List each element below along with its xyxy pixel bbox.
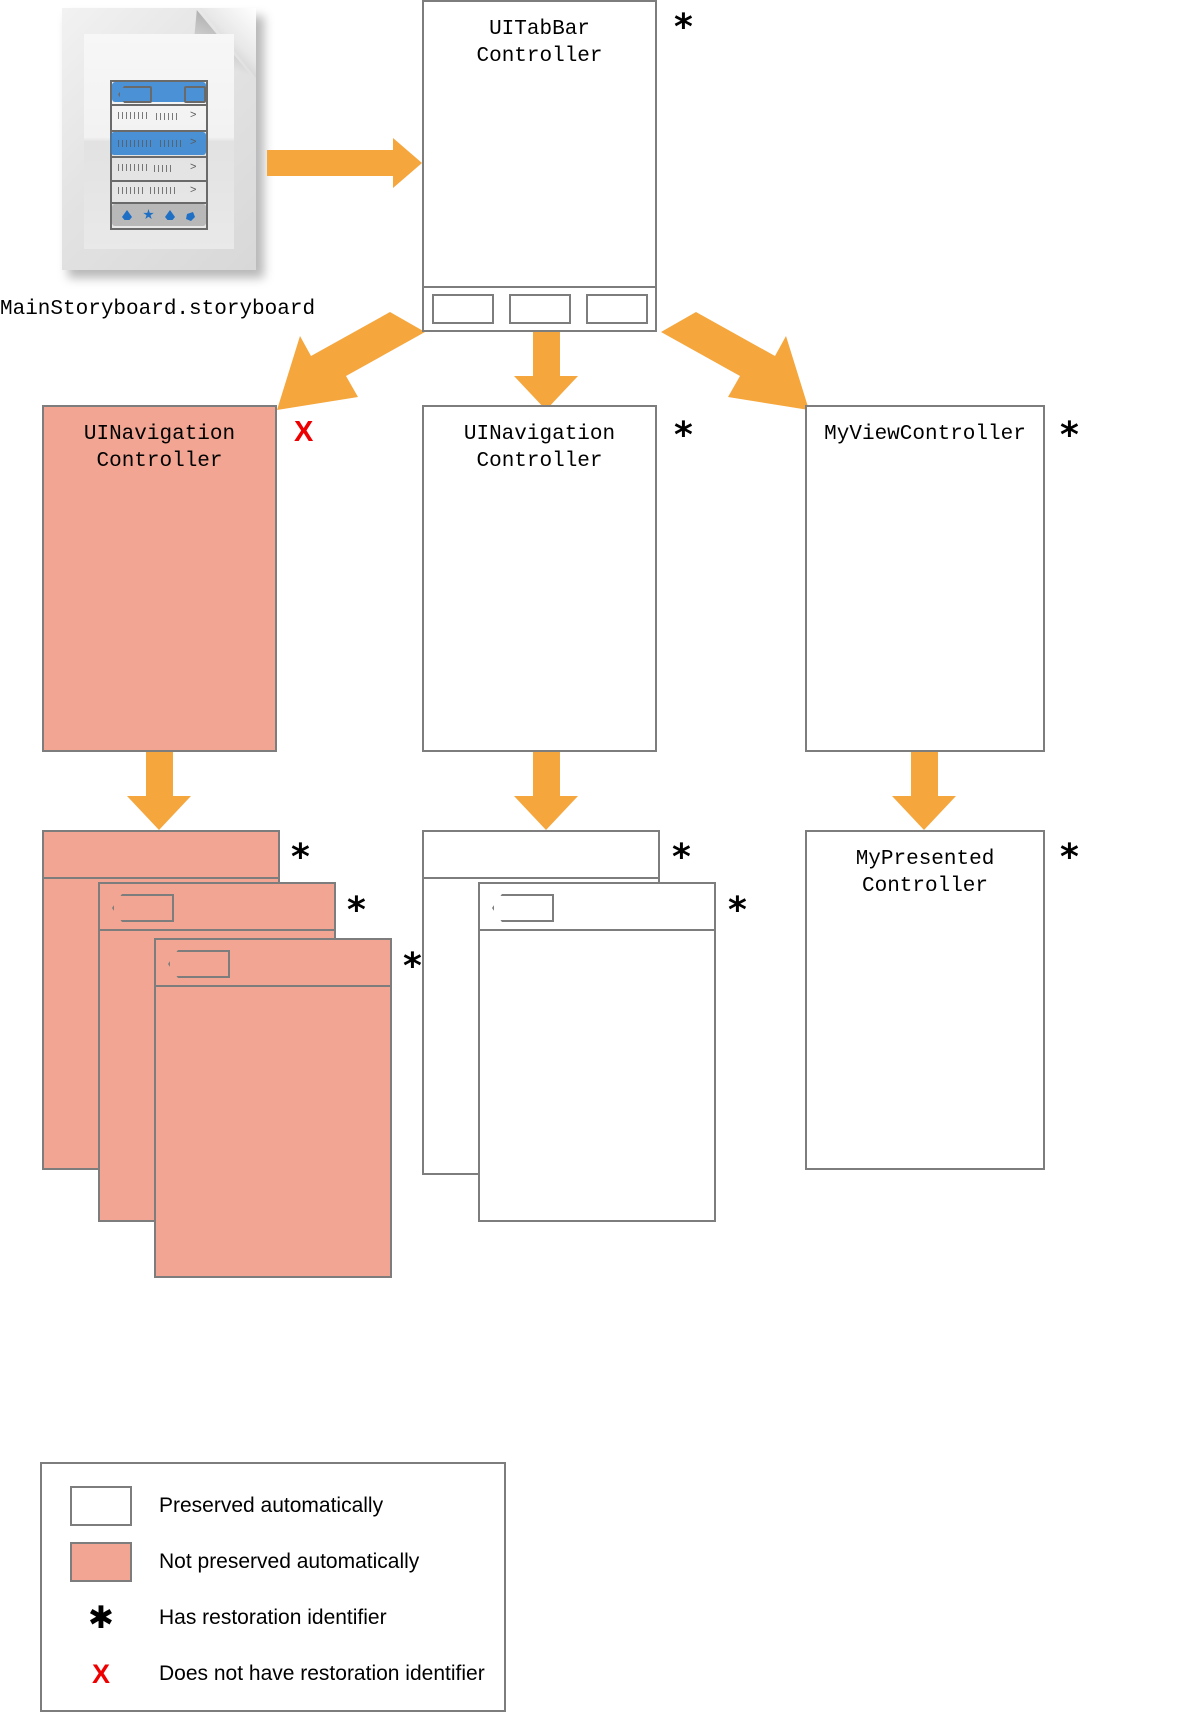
arrow-nav-left-to-stack (127, 752, 191, 830)
marker-asterisk-nav-middle: * (674, 415, 693, 456)
node-myviewcontroller[interactable]: MyViewController (805, 405, 1045, 752)
storyboard-file-label: MainStoryboard.storyboard (0, 298, 316, 321)
stack-left-card-3[interactable] (154, 938, 392, 1278)
back-button-icon[interactable] (168, 950, 230, 978)
marker-asterisk-mypresented: * (1060, 837, 1079, 878)
tab-item-3[interactable] (585, 294, 648, 324)
legend-label: Not preserved automatically (159, 1550, 420, 1573)
node-title: UINavigation Controller (83, 423, 236, 473)
marker-asterisk-myviewcontroller: * (1060, 415, 1079, 456)
node-title: UINavigation Controller (463, 423, 616, 473)
legend-label: Has restoration identifier (159, 1606, 387, 1629)
legend-row-no-identifier: X Does not have restoration identifier (42, 1654, 485, 1694)
arrow-tabbar-to-myviewcontroller (661, 312, 809, 410)
legend-label: Does not have restoration identifier (159, 1662, 485, 1685)
node-uinavigationcontroller-middle[interactable]: UINavigation Controller (422, 405, 657, 752)
marker-asterisk-middle-card-1: * (672, 837, 691, 878)
legend-swatch-not-preserved (70, 1542, 132, 1582)
arrow-myviewcontroller-to-mypresented (892, 752, 956, 830)
card-navbar (480, 884, 714, 931)
legend-box: Preserved automatically Not preserved au… (40, 1462, 506, 1712)
node-title: MyPresented Controller (855, 848, 995, 898)
tab-item-1[interactable] (431, 294, 494, 324)
back-button-icon[interactable] (112, 894, 174, 922)
card-navbar (100, 884, 334, 931)
marker-x-nav-left: X (294, 416, 314, 448)
legend-row-preserved: Preserved automatically (42, 1486, 383, 1526)
legend-row-has-identifier: ✱ Has restoration identifier (42, 1598, 387, 1638)
legend-swatch-preserved (70, 1486, 132, 1526)
legend-asterisk-icon: ✱ (88, 1599, 114, 1636)
sketch-wireframe: > > > > (110, 80, 208, 230)
card-navbar (156, 940, 390, 987)
node-uinavigationcontroller-left[interactable]: UINavigation Controller (42, 405, 277, 752)
tab-bar-strip (424, 286, 655, 330)
arrow-storyboard-to-tabbar (267, 138, 422, 188)
node-title: MyViewController (824, 423, 1026, 446)
arrow-tabbar-to-nav-middle (514, 332, 578, 410)
legend-row-not-preserved: Not preserved automatically (42, 1542, 419, 1582)
node-mypresentedcontroller[interactable]: MyPresented Controller (805, 830, 1045, 1170)
card-navbar (44, 832, 278, 879)
marker-asterisk-left-card-2: * (347, 890, 366, 931)
arrow-tabbar-to-nav-left (277, 312, 425, 410)
legend-x-icon: X (91, 1658, 110, 1689)
marker-asterisk-tabbar: * (674, 7, 693, 48)
node-title: UITabBar Controller (476, 18, 603, 68)
node-uitabbarcontroller[interactable]: UITabBar Controller (422, 0, 657, 332)
tab-item-2[interactable] (508, 294, 571, 324)
storyboard-document-icon: > > > > (62, 8, 267, 280)
stack-middle-card-2[interactable] (478, 882, 716, 1222)
back-button-icon[interactable] (492, 894, 554, 922)
legend-label: Preserved automatically (159, 1494, 384, 1517)
document-inner-canvas: > > > > (84, 34, 234, 249)
card-navbar (424, 832, 658, 879)
marker-asterisk-left-card-1: * (291, 837, 310, 878)
marker-asterisk-middle-card-2: * (728, 890, 747, 931)
arrow-nav-middle-to-stack (514, 752, 578, 830)
marker-asterisk-left-card-3: * (403, 946, 422, 987)
